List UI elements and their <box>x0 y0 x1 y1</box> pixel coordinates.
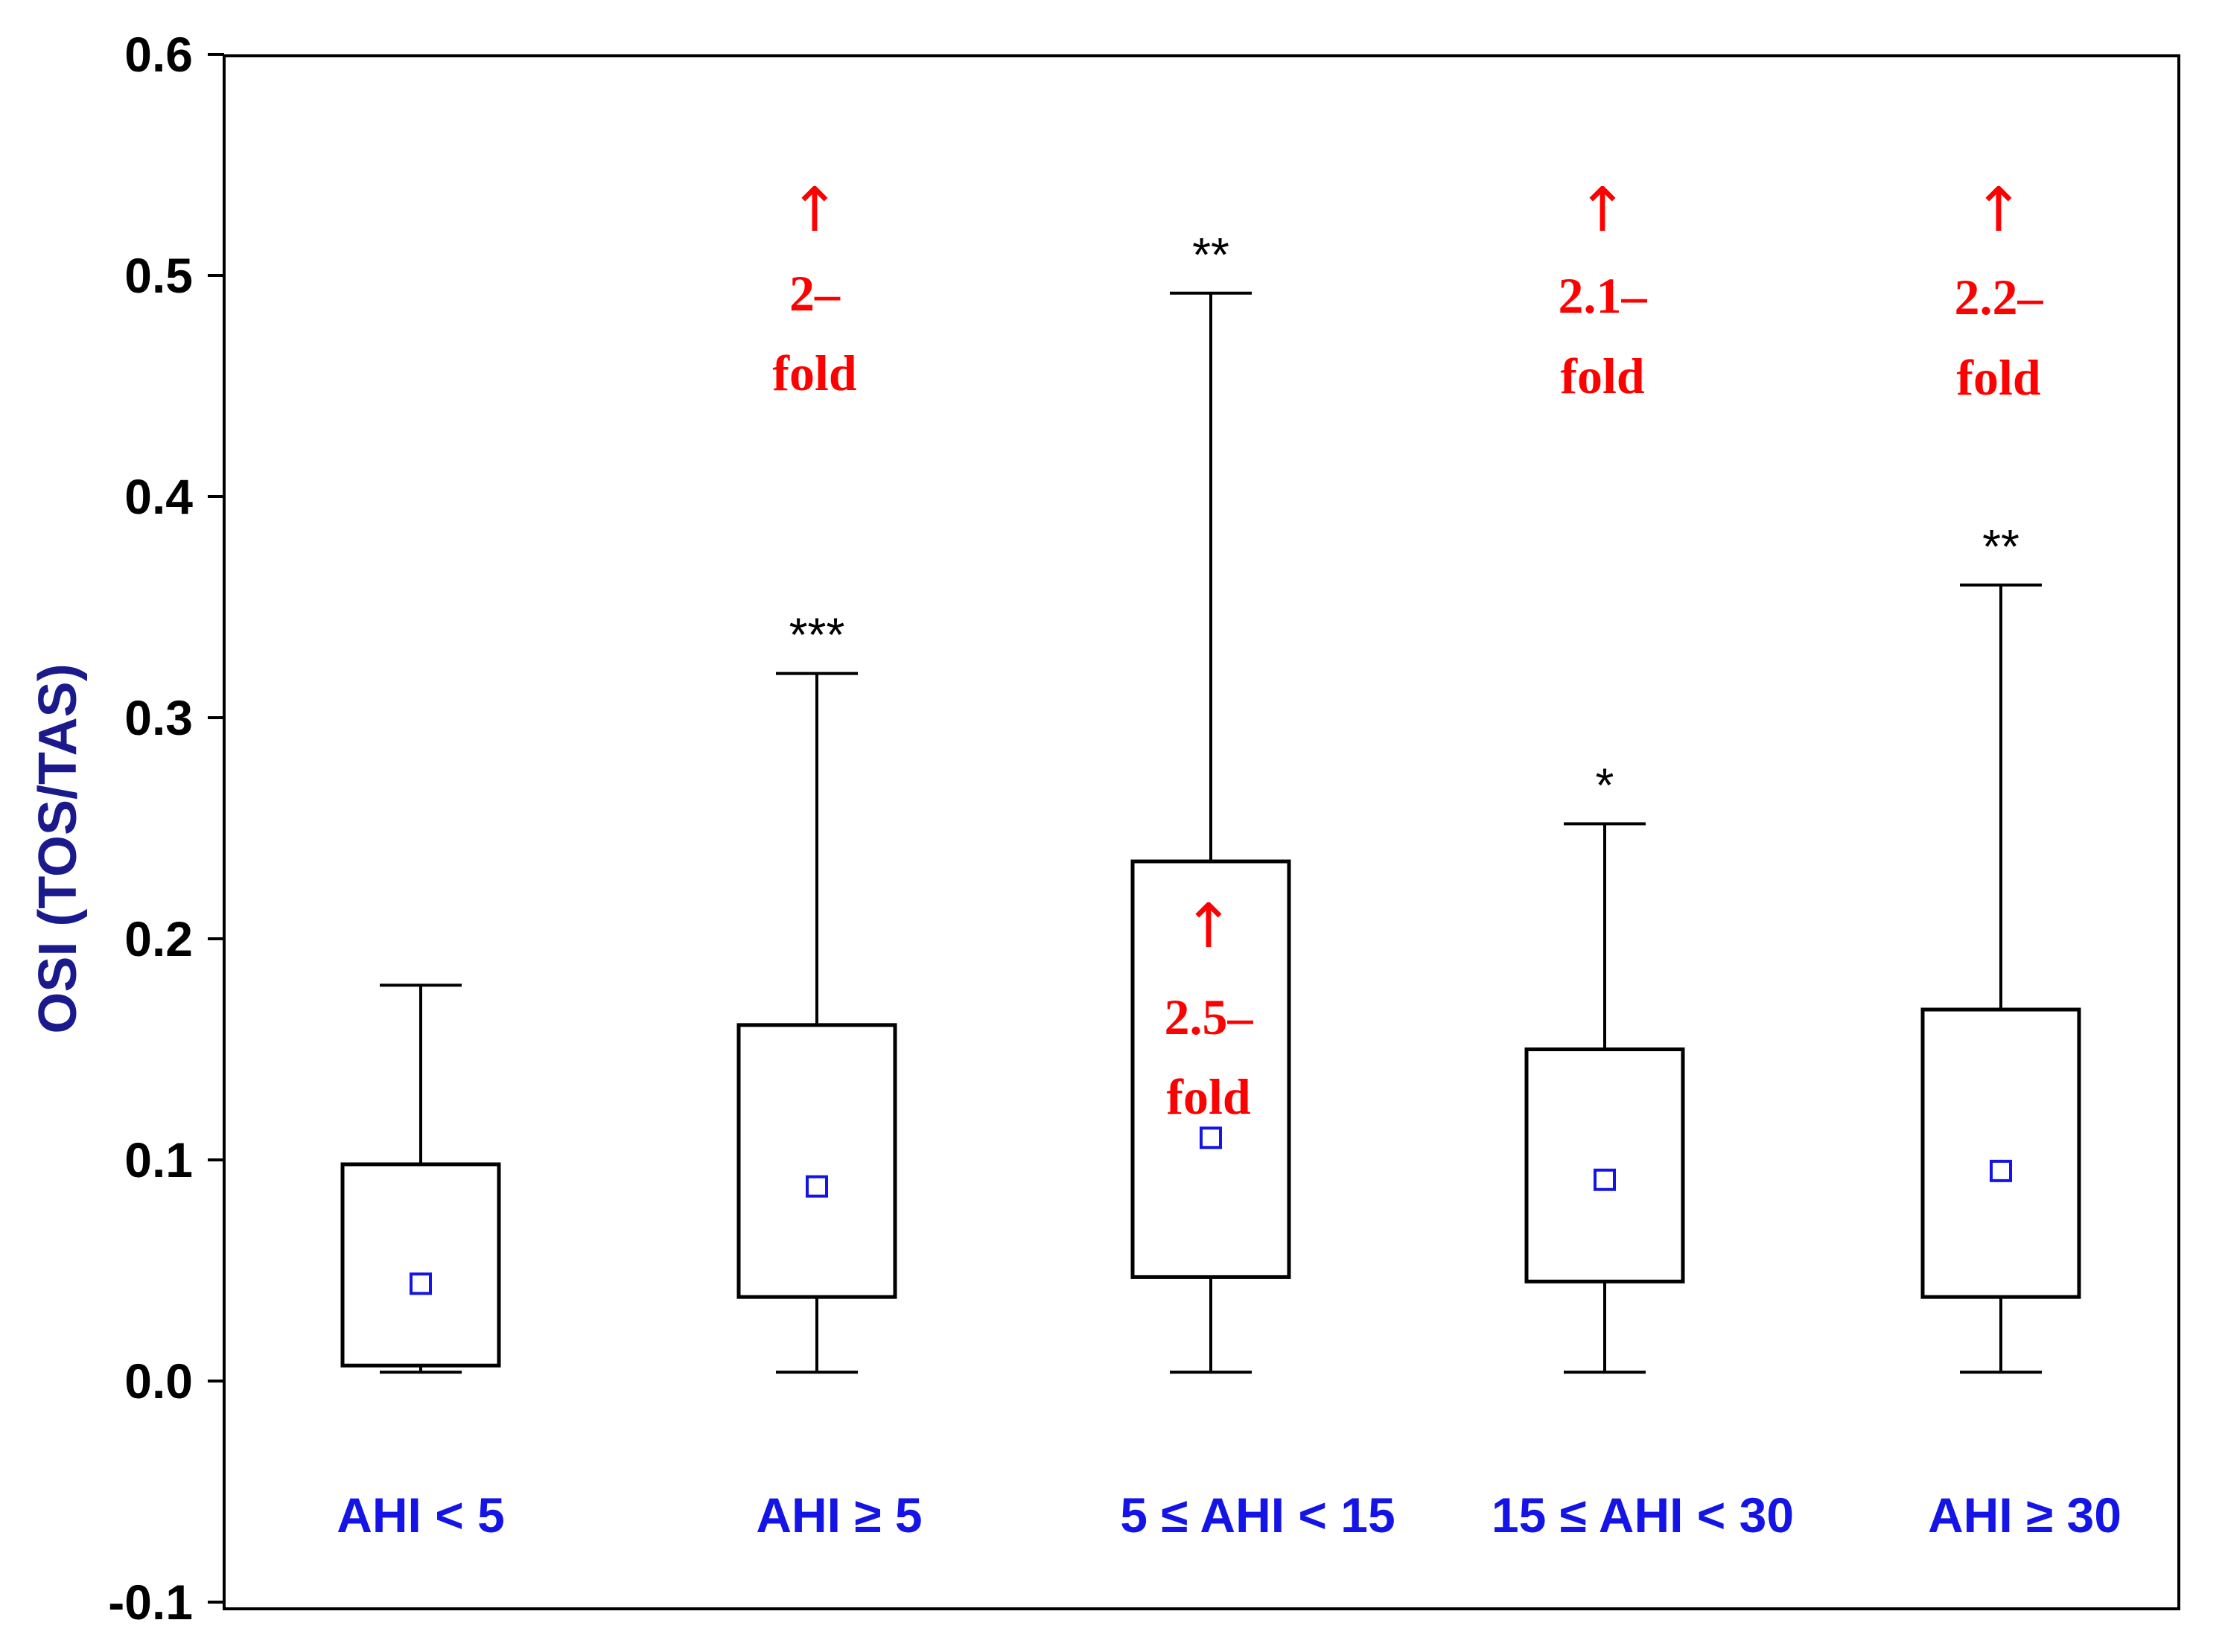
box-group <box>736 672 897 1374</box>
mean-marker <box>410 1272 432 1295</box>
box-series <box>340 291 2081 1374</box>
fold-word: fold <box>772 345 857 401</box>
box-group <box>1130 291 1291 1374</box>
fold-arrow: ↑ <box>789 175 841 246</box>
box-group <box>1920 583 2081 1374</box>
significance-mark: ** <box>1982 520 2019 573</box>
y-tick-label: 0.5 <box>124 248 193 303</box>
y-tick-label: -0.1 <box>108 1575 193 1630</box>
category-label: AHI < 5 <box>337 1487 505 1543</box>
fold-word: fold <box>1166 1068 1251 1125</box>
iqr-box <box>1920 1007 2081 1299</box>
fold-value: 2– <box>789 265 841 322</box>
mean-marker <box>1200 1126 1222 1149</box>
fold-arrow: ↑ <box>1577 175 1629 246</box>
fold-word: fold <box>1560 348 1645 404</box>
category-label: 5 ≤ AHI < 15 <box>1120 1487 1395 1543</box>
y-axis-label: OSI (TOS/TAS) <box>28 663 88 1033</box>
significance-mark: ** <box>1192 228 1229 281</box>
fold-value: 2.2– <box>1955 269 2044 325</box>
y-tick-label: 0.6 <box>124 27 193 82</box>
box-group <box>1524 822 1685 1374</box>
y-tick-label: 0.1 <box>124 1132 193 1187</box>
category-label: 15 ≤ AHI < 30 <box>1492 1487 1794 1543</box>
category-label: AHI ≥ 5 <box>756 1487 922 1543</box>
category-labels: AHI < 5 AHI ≥ 5 5 ≤ AHI < 15 15 ≤ AHI < 30 A… <box>337 1487 2121 1543</box>
fold-arrow: ↑ <box>1183 891 1235 962</box>
significance-mark: *** <box>789 608 845 662</box>
annotations: *** ↑ 2– fold ** ↑ 2.5– fold * ↑ 2.1– fold ** ↑ 2.2– fo… <box>772 175 2043 1125</box>
iqr-box <box>1524 1047 1685 1283</box>
y-tick-label: 0.4 <box>124 469 193 524</box>
fold-arrow: ↑ <box>1973 175 2025 246</box>
mean-marker <box>1594 1168 1616 1191</box>
plot-frame <box>223 54 2180 1610</box>
y-tick-label: 0.2 <box>124 911 193 966</box>
box-group <box>340 983 501 1374</box>
fold-word: fold <box>1956 349 2041 406</box>
y-axis: -0.1 0.0 0.1 0.2 0.3 0.4 0.5 0.6 <box>108 27 224 1630</box>
significance-mark: * <box>1596 759 1614 812</box>
fold-value: 2.1– <box>1559 267 1648 324</box>
mean-marker <box>806 1175 828 1198</box>
iqr-box <box>736 1023 897 1299</box>
y-tick-label: 0.3 <box>124 690 193 745</box>
fold-value: 2.5– <box>1165 989 1254 1045</box>
category-label: AHI ≥ 30 <box>1928 1487 2121 1543</box>
iqr-box <box>1130 859 1291 1279</box>
y-tick-label: 0.0 <box>124 1353 193 1409</box>
iqr-box <box>340 1162 501 1368</box>
mean-marker <box>1990 1159 2012 1182</box>
